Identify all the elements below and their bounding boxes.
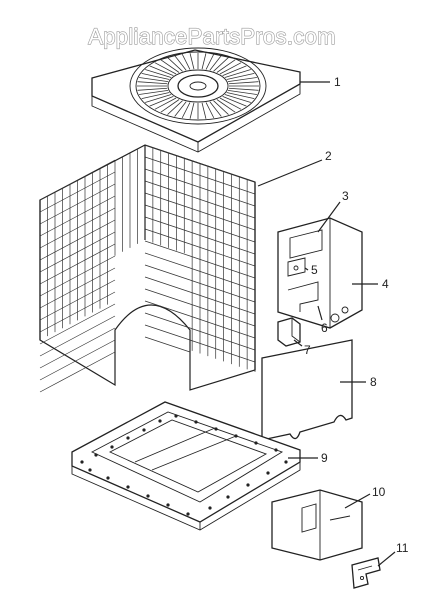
callout-7: 7 (304, 343, 311, 357)
callout-10: 10 (372, 485, 386, 499)
callout-4: 4 (382, 277, 389, 291)
callout-11: 11 (396, 541, 409, 555)
callout-8: 8 (370, 375, 377, 389)
watermark-text: AppliancePartsPros.com (88, 24, 335, 49)
top-cover-part (91, 47, 301, 153)
callout-2: 2 (325, 149, 332, 163)
coil-guard-part (39, 144, 256, 393)
callout-9: 9 (321, 451, 328, 465)
callout-6: 6 (321, 321, 328, 335)
control-box-part (277, 217, 363, 329)
access-panel-part (261, 339, 353, 441)
callout-3: 3 (342, 189, 349, 203)
base-pan-part (71, 401, 301, 531)
callout-1: 1 (334, 75, 341, 89)
callout-labels: 1 2 3 4 5 6 7 8 9 10 11 (304, 75, 409, 555)
lower-panel-part (271, 489, 363, 561)
clip-part (351, 557, 381, 589)
bracket-part (277, 317, 301, 347)
callout-5: 5 (311, 263, 318, 277)
leader-lines (257, 81, 396, 567)
